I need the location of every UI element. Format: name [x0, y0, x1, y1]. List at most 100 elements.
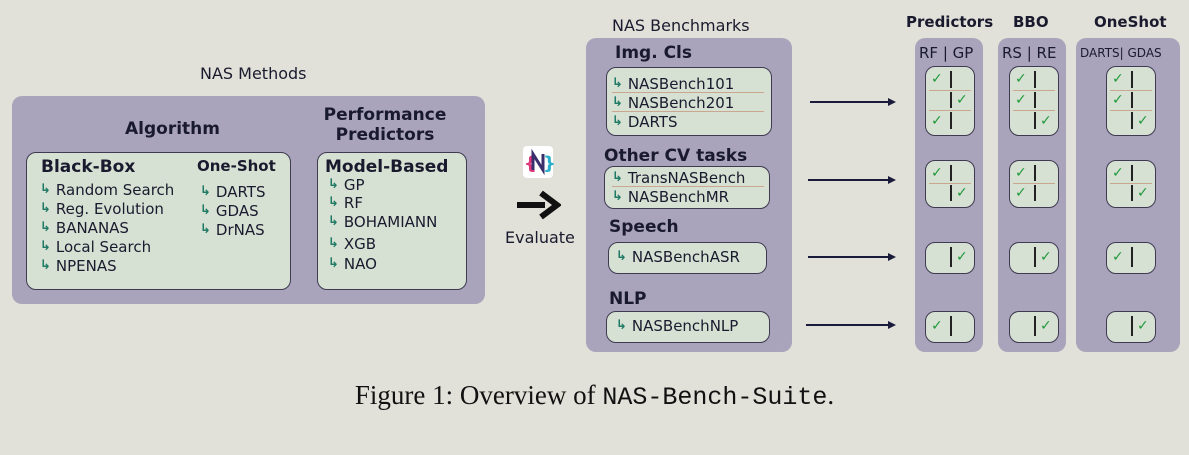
list-item: ↳NAO: [328, 255, 377, 275]
row-separator: [612, 111, 764, 112]
return-arrow-icon: ↳: [40, 239, 51, 254]
list-item: ↳GP: [328, 176, 365, 196]
predictors-check-box: [925, 242, 975, 274]
column-divider: [1034, 91, 1036, 109]
list-item: ↳ NASBench201: [612, 94, 734, 114]
column-divider: [1131, 91, 1133, 109]
model-based-title: Model-Based: [325, 157, 449, 177]
arrow-head-icon: [888, 176, 896, 184]
return-arrow-icon: ↳: [328, 177, 339, 192]
row-separator: [929, 183, 971, 184]
check-icon: ✓: [1040, 249, 1052, 265]
column-divider: [1034, 247, 1036, 267]
list-item-label: NPENAS: [55, 257, 117, 275]
column-divider: [1034, 112, 1036, 129]
check-icon: ✓: [1112, 71, 1124, 88]
column-divider: [950, 71, 952, 88]
return-arrow-icon: ↳: [612, 170, 623, 185]
return-arrow-icon: ↳: [612, 114, 623, 129]
return-arrow-icon: ↳: [616, 249, 627, 264]
check-icon: ✓: [956, 92, 968, 108]
arrow-line: [808, 256, 888, 258]
evaluate-arrow-icon: [515, 190, 562, 224]
oneshot-title: One-Shot: [197, 157, 276, 175]
performance-predictors-title: Performance Predictors: [323, 105, 447, 145]
model-based-box: [317, 152, 467, 290]
speech-box: [608, 242, 767, 274]
list-item-label: RF: [343, 194, 363, 212]
check-icon: ✓: [1137, 185, 1149, 201]
row-separator: [929, 110, 971, 112]
nlp-title: NLP: [609, 289, 647, 309]
list-item-label: NASBench201: [627, 94, 735, 112]
blackbox-title: Black-Box: [41, 157, 136, 177]
list-item-label: NASBench101: [627, 75, 735, 93]
column-divider: [1034, 71, 1036, 88]
list-item: ↳ NASBenchNLP: [616, 317, 738, 337]
column-divider: [950, 91, 952, 109]
row-separator: [929, 89, 971, 91]
check-icon: ✓: [931, 112, 943, 129]
column-divider: [1131, 71, 1133, 88]
row-separator: [1110, 110, 1152, 112]
other-cv-box: [604, 166, 770, 209]
column-divider: [950, 185, 952, 201]
list-item: ↳ DARTS: [612, 113, 677, 133]
img-cls-box: [606, 67, 772, 136]
list-item: ↳XGB: [328, 235, 376, 255]
benchmarks-title: NAS Benchmarks: [612, 16, 750, 35]
bbo-subtitle: RS | RE: [1002, 44, 1057, 62]
row-separator: [1110, 183, 1152, 184]
nas-bench-logo: { }: [522, 145, 556, 179]
column-divider: [950, 165, 952, 181]
check-icon: ✓: [1137, 318, 1149, 334]
arrow-head-icon: [888, 253, 896, 261]
caption-suffix: .: [827, 380, 835, 410]
return-arrow-icon: ↳: [40, 220, 51, 235]
row-separator: [1013, 89, 1055, 91]
column-divider: [1131, 112, 1133, 129]
check-icon: ✓: [931, 318, 943, 334]
check-icon: ✓: [1040, 112, 1052, 129]
column-divider: [1034, 165, 1036, 181]
list-item-label: NASBenchASR: [631, 248, 740, 266]
list-item: ↳Local Search: [40, 238, 151, 258]
list-item-label: NASBenchNLP: [631, 317, 739, 335]
algorithm-box: [26, 152, 291, 290]
column-divider: [1131, 247, 1133, 267]
list-item-label: NAO: [343, 255, 377, 273]
arrow-head-icon: [888, 98, 896, 106]
return-arrow-icon: ↳: [612, 76, 623, 91]
list-item: ↳BANANAS: [40, 219, 129, 239]
row-separator: [1110, 89, 1152, 91]
column-divider: [1034, 316, 1036, 336]
return-arrow-icon: ↳: [612, 95, 623, 110]
list-item: ↳NASBenchMR: [612, 188, 729, 208]
arrow-line: [808, 179, 888, 181]
speech-title: Speech: [609, 217, 679, 237]
evaluate-label: Evaluate: [505, 228, 575, 247]
algorithm-title: Algorithm: [125, 119, 220, 139]
list-item-label: Reg. Evolution: [55, 200, 164, 218]
row-separator: [612, 186, 764, 187]
nlp-box: [606, 311, 770, 343]
list-item-label: BOHAMIANN: [343, 213, 438, 231]
row-separator: [1013, 183, 1055, 184]
return-arrow-icon: ↳: [40, 201, 51, 216]
list-item-label: Random Search: [55, 181, 175, 199]
check-icon: ✓: [1015, 165, 1027, 181]
check-icon: ✓: [1015, 92, 1027, 108]
return-arrow-icon: ↳: [40, 182, 51, 197]
list-item-label: NASBenchMR: [627, 188, 730, 206]
return-arrow-icon: ↳: [328, 214, 339, 229]
column-divider: [1131, 185, 1133, 201]
list-item: ↳ Random Search: [40, 181, 174, 201]
list-item-label: DARTS: [627, 113, 678, 131]
return-arrow-icon: ↳: [616, 318, 627, 333]
check-icon: ✓: [1015, 185, 1027, 201]
list-item-label: DrNAS: [215, 221, 265, 239]
oneshot-subtitle: DARTS| GDAS: [1080, 46, 1162, 60]
return-arrow-icon: ↳: [40, 258, 51, 273]
check-icon: ✓: [1112, 165, 1124, 181]
list-item-label: TransNASBench: [627, 169, 746, 187]
